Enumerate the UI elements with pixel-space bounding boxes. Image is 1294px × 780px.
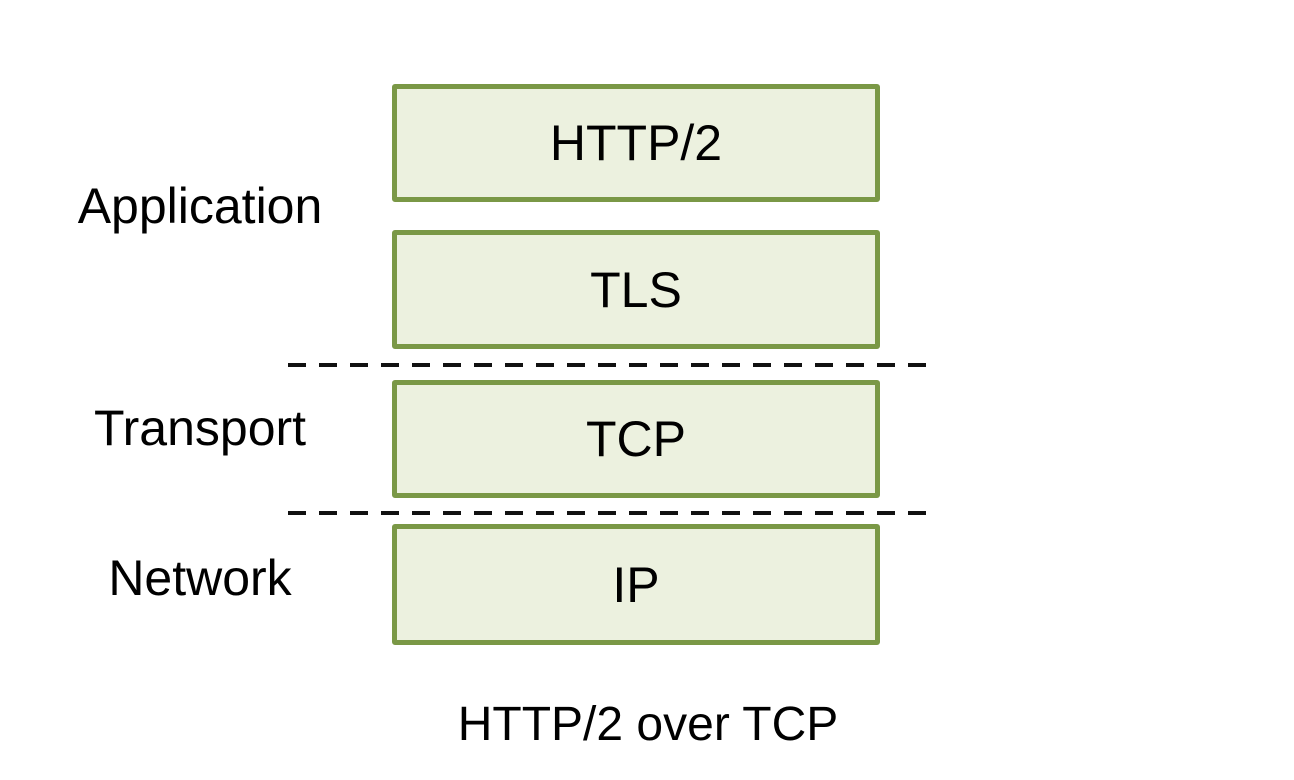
layer-separator-application-transport: [288, 363, 933, 367]
diagram-caption: HTTP/2 over TCP: [457, 698, 839, 751]
layer-label-application: Application: [77, 178, 323, 234]
protocol-box-ip: IP: [392, 524, 880, 645]
protocol-box-tcp: TCP: [392, 380, 880, 498]
layer-label-network: Network: [108, 550, 292, 606]
layer-separator-transport-network: [288, 511, 933, 515]
protocol-box-tls: TLS: [392, 230, 880, 349]
protocol-box-http2: HTTP/2: [392, 84, 880, 202]
layer-label-transport: Transport: [93, 400, 307, 456]
